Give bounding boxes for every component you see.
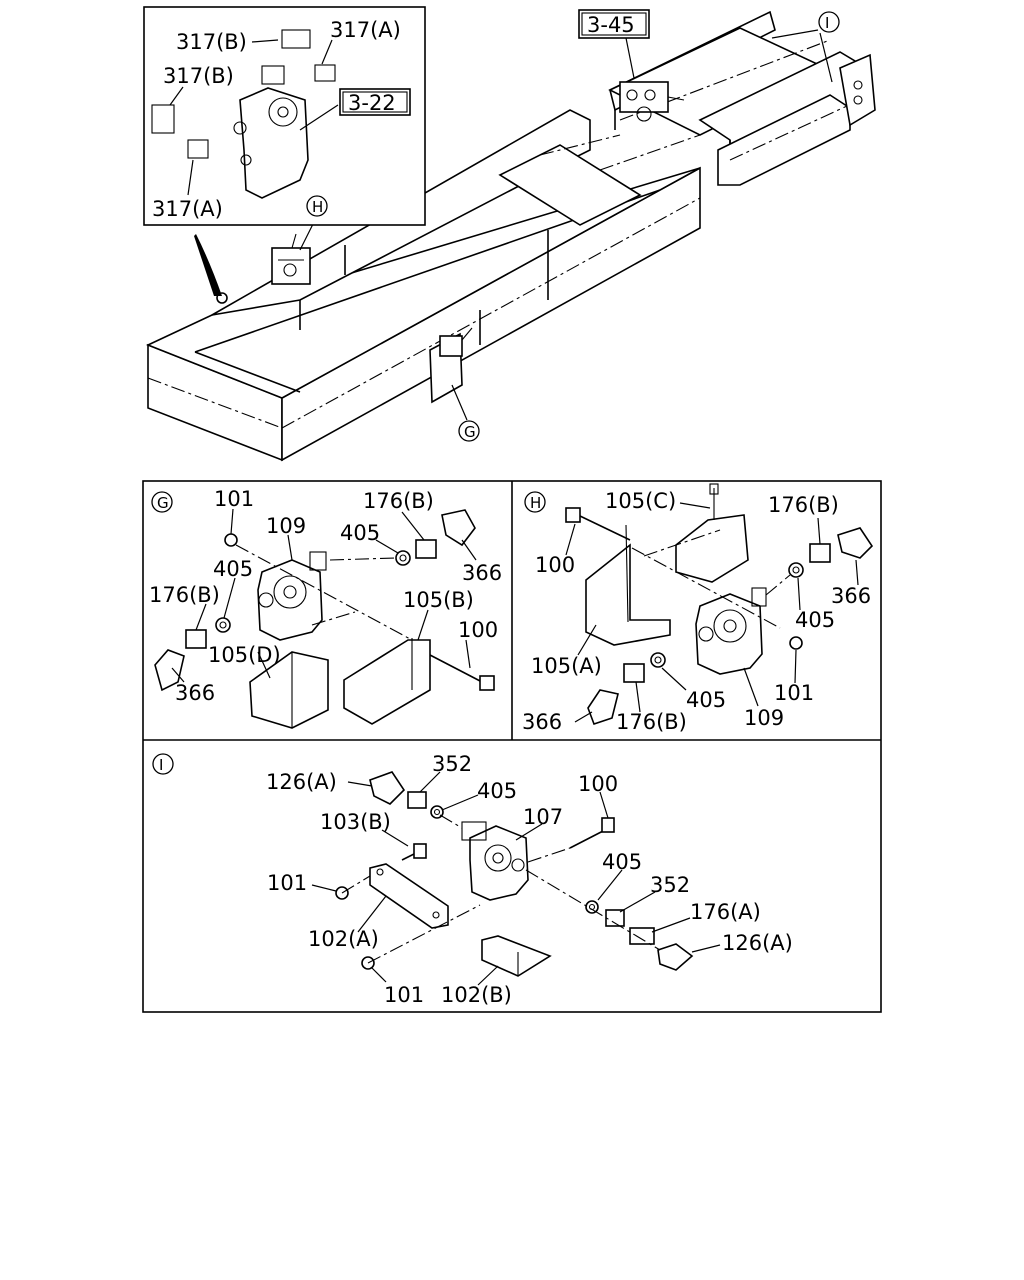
panel-i-callout-126a-top: 126(A) <box>266 770 337 794</box>
panel-g-callout-405-top: 405 <box>340 521 380 545</box>
panel-i-callout-126a-right: 126(A) <box>722 931 793 955</box>
panel-g-callout-105d: 105(D) <box>208 643 281 667</box>
panel-g-callout-405-left: 405 <box>213 557 253 581</box>
panel-h-marker: H <box>524 491 546 513</box>
panel-h-callout-176b-top: 176(B) <box>768 493 839 517</box>
reference-box-3-22: 3-22 <box>339 88 411 116</box>
panel-h-callout-405-bottom: 405 <box>686 688 726 712</box>
panel-g-callout-101: 101 <box>214 487 254 511</box>
detail-panels-frame <box>142 480 882 1013</box>
panel-i-callout-102a: 102(A) <box>308 927 379 951</box>
valve-assembly-g <box>429 327 473 404</box>
panel-i-callout-102b: 102(B) <box>441 983 512 1007</box>
callout-317a-bottom: 317(A) <box>152 197 223 221</box>
panel-i-marker: I <box>152 753 174 775</box>
marker-i-top: I <box>818 11 840 33</box>
panel-i-callout-405-right: 405 <box>602 850 642 874</box>
svg-text:G: G <box>464 423 476 441</box>
panel-h-callout-105c: 105(C) <box>605 489 676 513</box>
callout-317b-left: 317(B) <box>163 64 234 88</box>
panel-g-callout-100: 100 <box>458 618 498 642</box>
panel-g: G <box>151 491 495 729</box>
svg-text:3-45: 3-45 <box>587 13 635 37</box>
panel-g-callout-176b-left: 176(B) <box>149 583 220 607</box>
panel-h-callout-405-right: 405 <box>795 608 835 632</box>
valve-assembly-h <box>271 233 311 285</box>
panel-h-callout-366-right: 366 <box>831 584 871 608</box>
svg-text:H: H <box>312 198 323 216</box>
panel-g-callout-366-left: 366 <box>175 681 215 705</box>
panel-h-callout-109: 109 <box>744 706 784 730</box>
panel-h-callout-176b-bottom: 176(B) <box>616 710 687 734</box>
panel-i: I <box>152 753 721 986</box>
valve-assembly-345 <box>619 81 685 122</box>
panel-g-callout-176b-top: 176(B) <box>363 489 434 513</box>
panel-h-callout-101: 101 <box>774 681 814 705</box>
panel-i-callout-107: 107 <box>523 805 563 829</box>
chassis-frame-drawing <box>145 10 876 462</box>
panel-i-callout-176a: 176(A) <box>690 900 761 924</box>
panel-h-callout-105a: 105(A) <box>531 654 602 678</box>
reference-box-3-45: 3-45 <box>578 9 650 39</box>
panel-i-callout-405-top: 405 <box>477 779 517 803</box>
panel-i-callout-101-bottom: 101 <box>384 983 424 1007</box>
panel-i-callout-352-right: 352 <box>650 873 690 897</box>
panel-i-callout-103b: 103(B) <box>320 810 391 834</box>
marker-g-top: G <box>458 420 480 442</box>
inset-valve-detail <box>143 6 426 226</box>
svg-text:H: H <box>530 494 541 512</box>
panel-h: H <box>524 483 874 726</box>
svg-text:I: I <box>159 756 163 774</box>
callout-317a-top: 317(A) <box>330 18 401 42</box>
panel-i-callout-101-left: 101 <box>267 871 307 895</box>
svg-text:G: G <box>157 494 169 512</box>
panel-g-callout-105b: 105(B) <box>403 588 474 612</box>
panel-g-marker: G <box>151 491 173 513</box>
svg-text:3-22: 3-22 <box>348 91 396 115</box>
panel-g-callout-366-right: 366 <box>462 561 502 585</box>
marker-h-top: H <box>306 195 328 217</box>
panel-i-callout-352-top: 352 <box>432 752 472 776</box>
callout-317b-top: 317(B) <box>176 30 247 54</box>
panel-h-callout-100: 100 <box>535 553 575 577</box>
panel-g-callout-109: 109 <box>266 514 306 538</box>
panel-i-callout-100: 100 <box>578 772 618 796</box>
svg-text:I: I <box>825 14 829 32</box>
panel-h-callout-366-left: 366 <box>522 710 562 734</box>
